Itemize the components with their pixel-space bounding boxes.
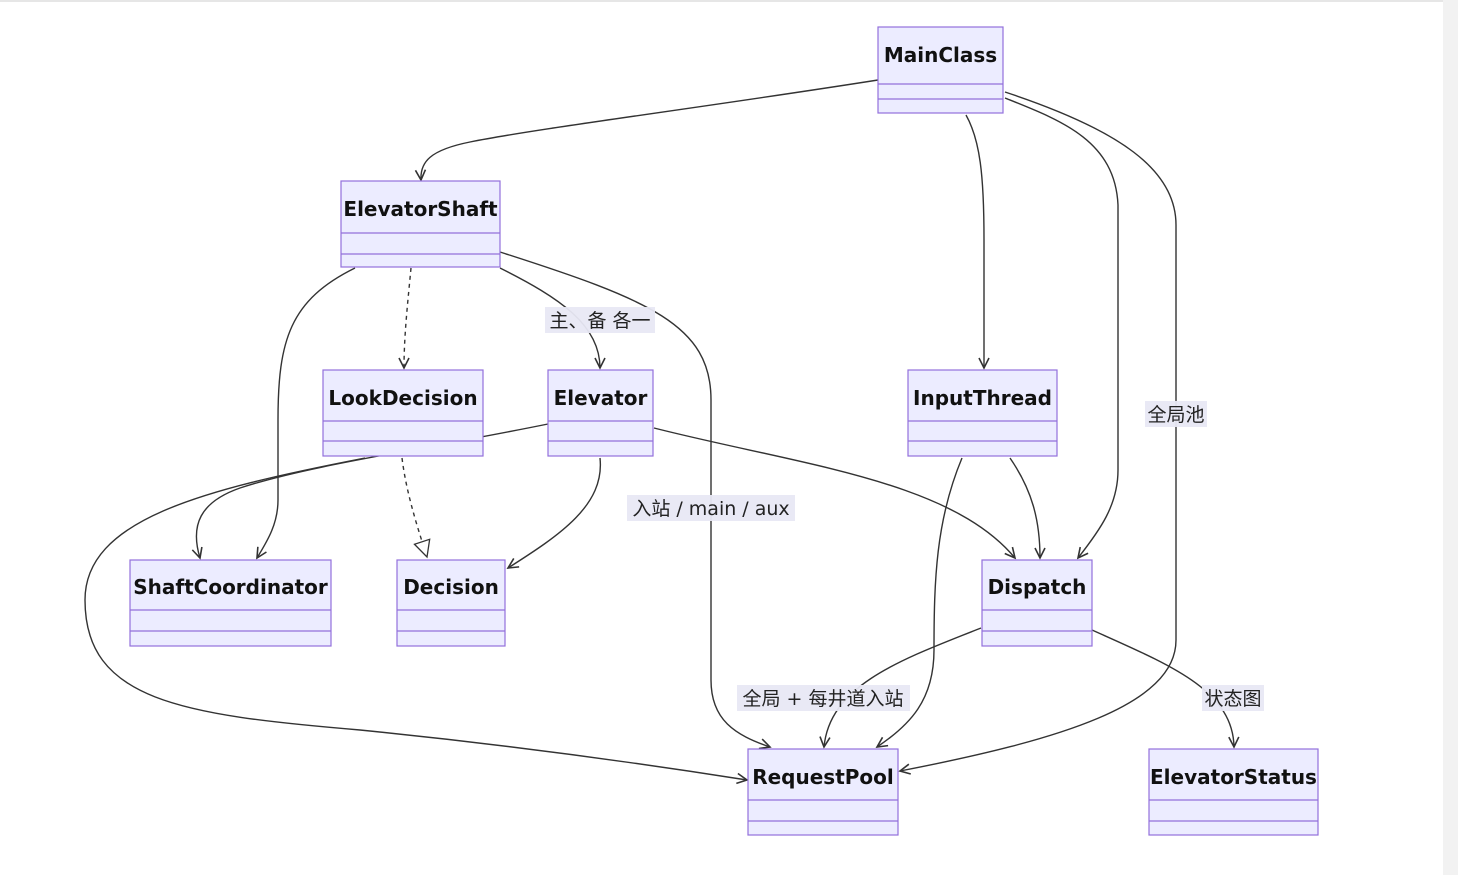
class-lookdecision[interactable]: LookDecision: [322, 369, 484, 457]
class-inputthread[interactable]: InputThread: [907, 369, 1058, 457]
edge-elevator-decision: [506, 457, 601, 569]
class-title-decision: Decision: [403, 575, 499, 599]
edge-elevator-dispatch: [653, 427, 1017, 560]
class-title-shaftcoordinator: ShaftCoordinator: [133, 575, 328, 599]
class-decision[interactable]: Decision: [396, 559, 506, 647]
class-shaftcoordinator[interactable]: ShaftCoordinator: [129, 559, 332, 647]
classes-layer: MainClass ElevatorShaft LookDecision Ele…: [129, 26, 1319, 836]
class-title-mainclass: MainClass: [884, 43, 997, 67]
label-dispatch-elevatorstatus: 状态图: [1204, 688, 1261, 710]
class-elevator[interactable]: Elevator: [547, 369, 654, 457]
top-border: [0, 0, 1443, 2]
edge-elevatorshaft-shaftcoordinator: [256, 267, 356, 560]
edge-lookdecision-decision: [401, 457, 427, 557]
class-elevatorstatus[interactable]: ElevatorStatus: [1148, 748, 1319, 836]
class-title-inputthread: InputThread: [913, 386, 1052, 410]
edge-elevatorshaft-requestpool: [499, 251, 772, 750]
label-elevatorshaft-requestpool: 入站 / main / aux: [632, 498, 789, 520]
class-mainclass[interactable]: MainClass: [877, 26, 1004, 114]
edge-inputthread-requestpool: [875, 457, 963, 748]
label-dispatch-requestpool: 全局 + 每井道入站: [743, 688, 904, 710]
edge-elevatorshaft-lookdecision: [398, 267, 412, 370]
edge-dispatch-elevatorstatus: [1091, 629, 1240, 749]
class-elevatorshaft[interactable]: ElevatorShaft: [340, 180, 501, 268]
class-title-elevator: Elevator: [554, 386, 648, 410]
edge-labels-layer: 主、备 各一 入站 / main / aux 全局池 全局 + 每井道入站 状态…: [545, 307, 1264, 711]
edge-mainclass-requestpool: [898, 91, 1177, 775]
class-title-dispatch: Dispatch: [988, 575, 1087, 599]
vertical-scrollbar-track[interactable]: [1443, 0, 1458, 875]
edge-mainclass-inputthread: [965, 114, 990, 370]
relations-layer: [84, 79, 1240, 785]
edge-dispatch-requestpool: [819, 627, 982, 749]
edge-lookdecision-requestpool: [84, 457, 749, 785]
edge-mainclass-dispatch: [1004, 97, 1119, 560]
label-elevatorshaft-elevator: 主、备 各一: [549, 310, 650, 332]
class-requestpool[interactable]: RequestPool: [747, 748, 899, 836]
class-title-lookdecision: LookDecision: [328, 386, 477, 410]
class-title-requestpool: RequestPool: [752, 765, 894, 789]
class-dispatch[interactable]: Dispatch: [981, 559, 1093, 647]
class-title-elevatorstatus: ElevatorStatus: [1150, 765, 1317, 789]
class-title-elevatorshaft: ElevatorShaft: [343, 197, 498, 221]
label-mainclass-requestpool: 全局池: [1147, 404, 1204, 426]
edge-inputthread-dispatch: [1009, 457, 1046, 560]
edge-mainclass-elevatorshaft: [414, 79, 879, 182]
